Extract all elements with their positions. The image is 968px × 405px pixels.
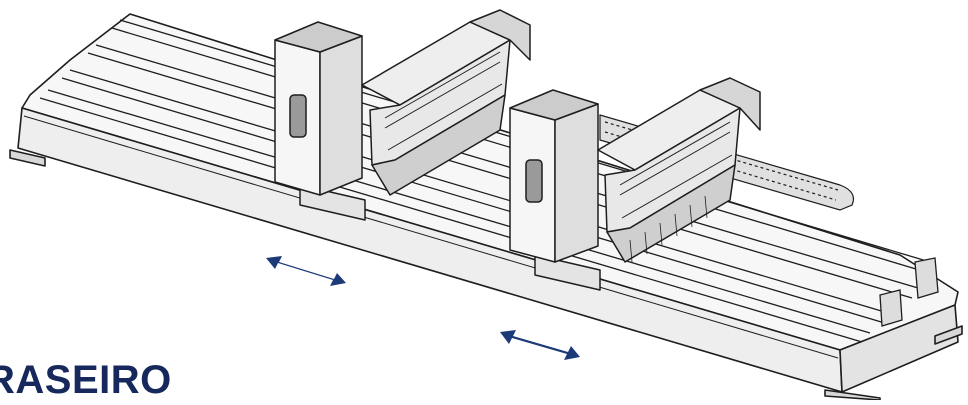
- rail-front-1b: [39, 97, 863, 343]
- right-column-side: [554, 103, 599, 263]
- rail-mid-1: [69, 69, 896, 316]
- caption-label: RASEIRO: [0, 358, 172, 402]
- rail-mid-1b: [61, 77, 889, 325]
- base-foot-right: [824, 389, 881, 401]
- right-motor: [525, 159, 543, 203]
- left-crossbeam-end: [469, 9, 531, 61]
- base-end-face: [839, 304, 959, 393]
- base-foot-end: [934, 325, 963, 345]
- double-arrow-left: [266, 256, 346, 286]
- right-column-top: [509, 89, 599, 121]
- base-foot-left: [9, 149, 46, 167]
- rail-front-1: [47, 89, 871, 334]
- base-frame: [9, 13, 963, 401]
- left-motor: [289, 94, 307, 138]
- right-carriage-base: [534, 254, 601, 291]
- left-column-side: [319, 35, 363, 196]
- right-crossbeam-end: [699, 77, 761, 131]
- gantry-carriage-left: [274, 9, 531, 221]
- gantry-carriage-right: [509, 77, 761, 291]
- rail-rear-2b: [87, 52, 913, 299]
- double-arrow-right: [500, 330, 580, 360]
- rail-rear-2: [95, 44, 919, 289]
- left-column-top: [274, 21, 363, 53]
- left-crossbeam-underside: [371, 94, 506, 196]
- right-crossbeam-underside: [606, 164, 736, 263]
